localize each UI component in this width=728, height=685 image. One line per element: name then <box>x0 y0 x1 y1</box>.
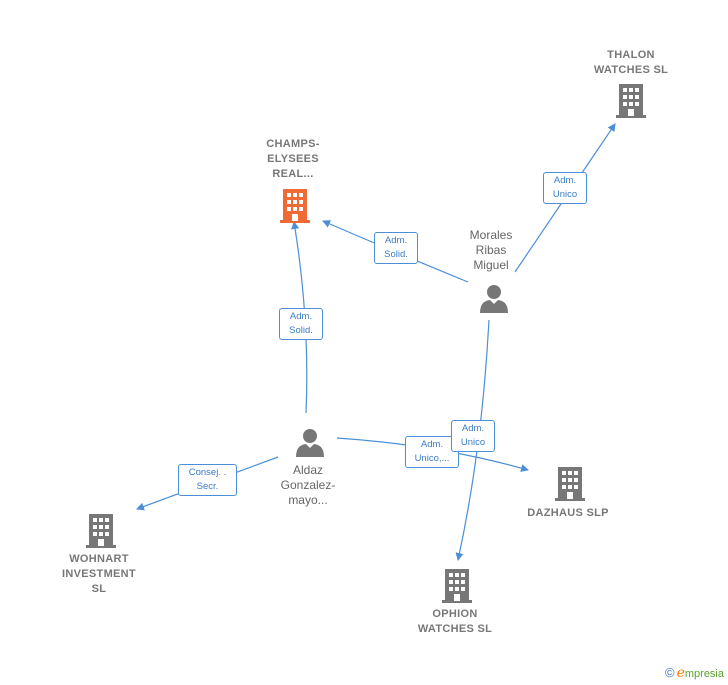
node-label-morales[interactable]: Morales Ribas Miguel <box>451 228 531 273</box>
edge-label-line: Adm. <box>420 439 444 450</box>
label-line: WATCHES SL <box>417 623 493 635</box>
label-line: CHAMPS- <box>266 138 320 150</box>
label-line: Gonzalez- <box>280 478 336 492</box>
node-label-thalon[interactable]: THALON WATCHES SL <box>576 48 686 78</box>
label-line: DAZHAUS SLP <box>527 507 609 519</box>
edge-label-aldaz-champs[interactable]: Adm. Solid. <box>279 308 323 340</box>
node-label-ophion[interactable]: OPHION WATCHES SL <box>400 607 510 637</box>
label-line: THALON <box>607 49 655 61</box>
label-line: WATCHES SL <box>593 64 669 76</box>
edge-label-line: Solid. <box>289 325 313 336</box>
label-line: ELYSEES <box>267 153 319 165</box>
edge-label-line: Adm. <box>384 235 408 246</box>
label-line: INVESTMENT <box>62 568 136 580</box>
edge-label-line: Adm. <box>553 175 577 186</box>
node-label-aldaz[interactable]: Aldaz Gonzalez- mayo... <box>268 463 348 508</box>
edge-label-morales-champs[interactable]: Adm. Solid. <box>374 232 418 264</box>
person-icon[interactable] <box>295 427 325 457</box>
edge-label-aldaz-dazhaus[interactable]: Adm. Unico,... <box>405 436 459 468</box>
brand-e: e <box>676 665 685 681</box>
edge-label-morales-thalon[interactable]: Adm. Unico <box>543 172 587 204</box>
label-line: Ribas <box>475 243 507 257</box>
label-line: mayo... <box>288 493 328 507</box>
edge-label-line: Unico <box>552 189 578 200</box>
label-line: Aldaz <box>292 463 324 477</box>
node-label-wohnart[interactable]: WOHNART INVESTMENT SL <box>44 552 154 597</box>
building-icon-highlight[interactable] <box>280 189 310 223</box>
edge-label-line: Unico,... <box>414 453 450 464</box>
label-line: REAL... <box>272 168 314 180</box>
edge-label-line: Unico <box>460 437 486 448</box>
edge-label-line: Solid. <box>384 249 408 260</box>
node-label-champs[interactable]: CHAMPS- ELYSEES REAL... <box>243 137 343 182</box>
label-line: Morales <box>469 228 513 242</box>
node-label-dazhaus[interactable]: DAZHAUS SLP <box>513 506 623 521</box>
person-icon[interactable] <box>479 283 509 313</box>
label-line: SL <box>91 583 107 595</box>
edge-label-line: Adm. <box>461 423 485 434</box>
label-line: WOHNART <box>69 553 129 565</box>
edge-label-line: Adm. <box>289 311 313 322</box>
building-icon[interactable] <box>86 514 116 548</box>
building-icon[interactable] <box>442 569 472 603</box>
building-icon[interactable] <box>555 467 585 501</box>
empresia-logo: ©empresia <box>665 665 724 681</box>
edge-label-line: Consej. . <box>188 467 227 478</box>
building-icon[interactable] <box>616 84 646 118</box>
brand-rest: mpresia <box>684 668 724 680</box>
label-line: OPHION <box>432 608 478 620</box>
edge-label-line: Secr. <box>196 481 219 492</box>
edge-label-aldaz-wohnart[interactable]: Consej. . Secr. <box>178 464 237 496</box>
edge-label-morales-ophion[interactable]: Adm. Unico <box>451 420 495 452</box>
label-line: Miguel <box>473 258 509 272</box>
copyright-icon: © <box>664 665 675 680</box>
